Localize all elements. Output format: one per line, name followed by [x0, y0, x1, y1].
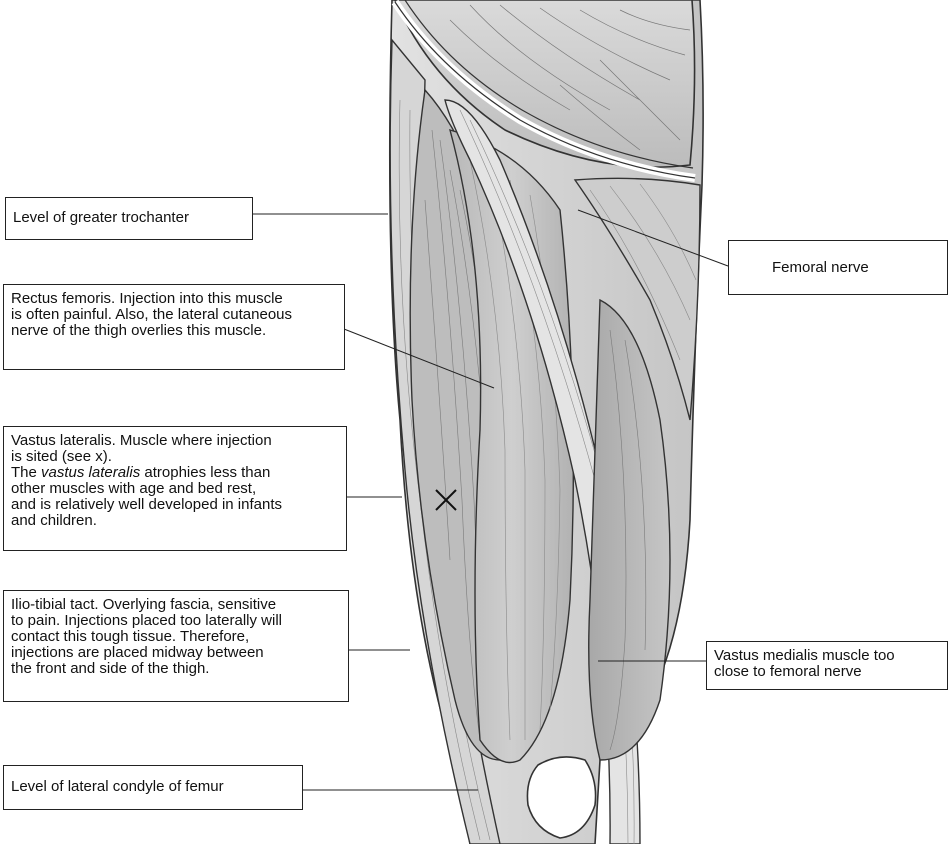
label-text: is often painful. Also, the lateral cuta…	[11, 307, 337, 323]
label-text: Ilio-tibial tact. Overlying fascia, sens…	[11, 597, 341, 613]
label-text-line3: The vastus lateralis atrophies less than	[11, 465, 339, 481]
label-text: Vastus medialis muscle too	[714, 648, 940, 664]
label-text: Vastus lateralis. Muscle where injection	[11, 433, 339, 449]
label-text: and is relatively well developed in infa…	[11, 497, 339, 513]
label-vastus-medialis: Vastus medialis muscle too close to femo…	[706, 641, 948, 690]
label-vastus-lateralis: Vastus lateralis. Muscle where injection…	[3, 426, 347, 551]
label-text: injections are placed midway between	[11, 645, 341, 661]
label-text: and children.	[11, 513, 339, 529]
label-rectus-femoris: Rectus femoris. Injection into this musc…	[3, 284, 345, 370]
label-text: to pain. Injections placed too laterally…	[11, 613, 341, 629]
label-text: nerve of the thigh overlies this muscle.	[11, 323, 337, 339]
label-text: the front and side of the thigh.	[11, 661, 341, 677]
label-lateral-condyle: Level of lateral condyle of femur	[3, 765, 303, 810]
label-ilio-tibial-tract: Ilio-tibial tact. Overlying fascia, sens…	[3, 590, 349, 702]
label-text: Level of lateral condyle of femur	[11, 779, 295, 795]
label-text: Level of greater trochanter	[13, 210, 245, 226]
label-text: Rectus femoris. Injection into this musc…	[11, 291, 337, 307]
label-greater-trochanter: Level of greater trochanter	[5, 197, 253, 240]
label-text: is sited (see x).	[11, 449, 339, 465]
label-femoral-nerve: Femoral nerve	[728, 240, 948, 295]
label-text: contact this tough tissue. Therefore,	[11, 629, 341, 645]
label-text: other muscles with age and bed rest,	[11, 481, 339, 497]
label-text: Femoral nerve	[772, 260, 940, 276]
label-text: close to femoral nerve	[714, 664, 940, 680]
